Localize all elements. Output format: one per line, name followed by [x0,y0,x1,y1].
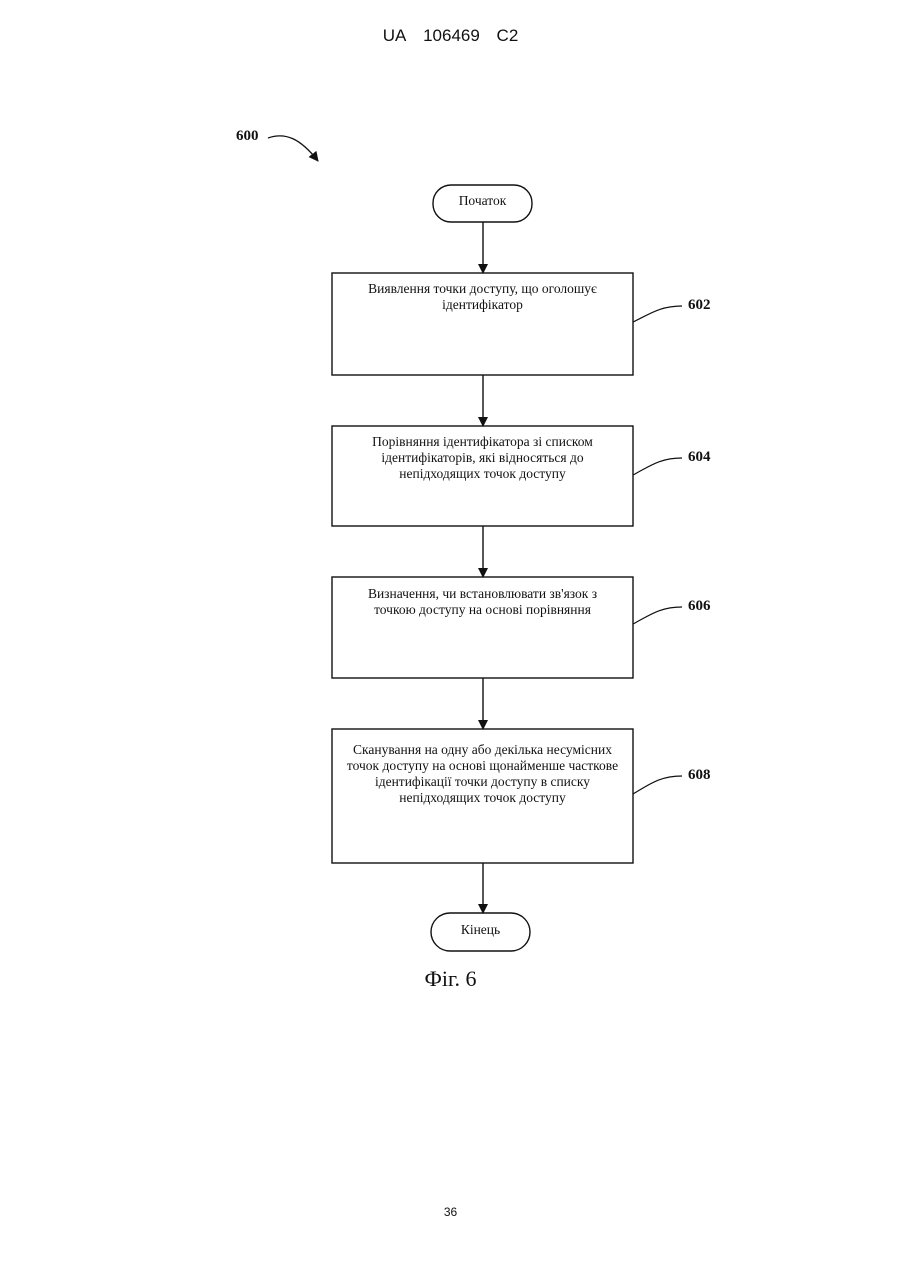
leader-608 [633,776,682,794]
ref-608: 608 [688,767,711,784]
step-text-602: Виявлення точки доступу, що оголошує іде… [352,281,613,313]
figure-caption: Фіг. 6 [0,966,901,992]
step-text-608: Сканування на одну або декілька несумісн… [336,742,629,806]
ref-600: 600 [236,128,259,145]
end-label: Кінець [431,922,530,938]
start-label: Початок [433,193,532,209]
ref-604: 604 [688,449,711,466]
ref-606: 606 [688,598,711,615]
main-ref-arrow [268,136,318,161]
leader-606 [633,607,682,624]
leader-602 [633,306,682,322]
step-text-606: Визначення, чи встановлювати зв'язок з т… [352,586,613,618]
leader-604 [633,458,682,475]
page-number: 36 [0,1205,901,1219]
ref-602: 602 [688,297,711,314]
step-text-604: Порівняння ідентифікатора зі списком іде… [350,434,615,482]
